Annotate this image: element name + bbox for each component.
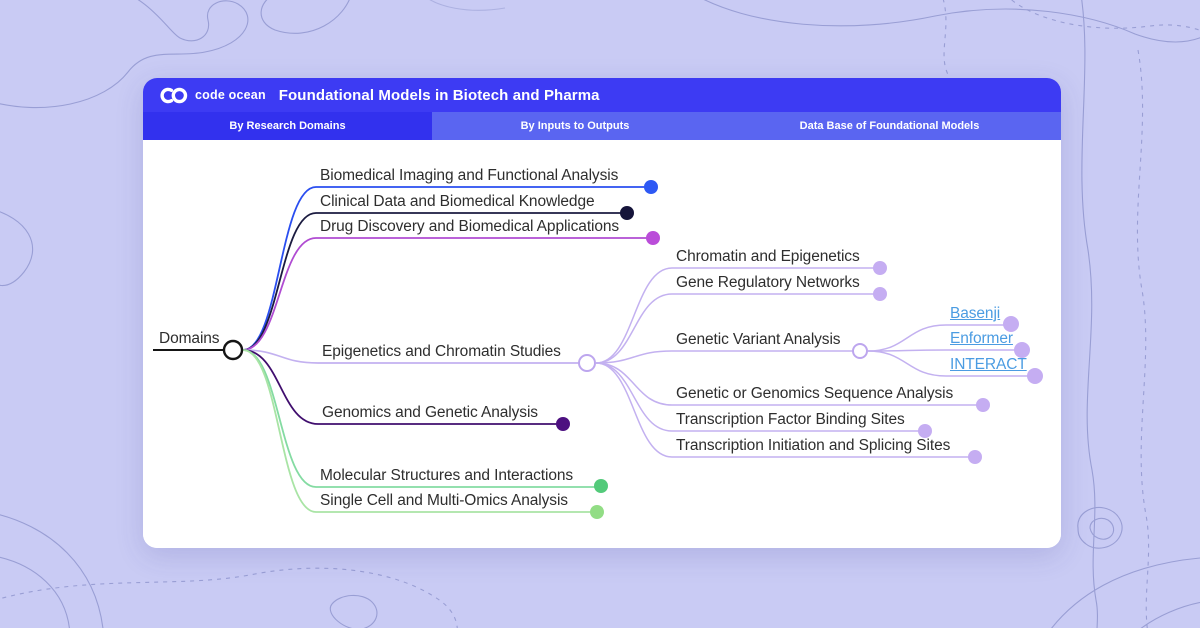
branch-transcription-initiation (595, 362, 975, 458)
node-circle-genomics (556, 417, 570, 431)
tree-label-clinical-data: Clinical Data and Biomedical Knowledge (320, 193, 595, 210)
node-circle-single-cell (590, 505, 604, 519)
tab-by-research-domains[interactable]: By Research Domains (143, 112, 432, 140)
node-circle-tf-binding (918, 424, 932, 438)
branch-enformer (867, 349, 1022, 352)
node-circle-interact (1027, 368, 1043, 384)
tree-label-genomics-sequence: Genetic or Genomics Sequence Analysis (676, 385, 954, 402)
node-circle-enformer (1014, 342, 1030, 358)
branch-chromatin (595, 267, 880, 364)
node-circle-chromatin (873, 261, 887, 275)
model-link-interact[interactable]: INTERACT (950, 356, 1027, 373)
branch-single-cell (242, 349, 597, 513)
tab-by-inputs-to-outputs[interactable]: By Inputs to Outputs (432, 112, 718, 140)
branch-gene-regulatory (595, 293, 880, 364)
code-ocean-logo: code ocean (159, 87, 266, 104)
model-link-basenji[interactable]: Basenji (950, 305, 1001, 322)
code-ocean-logo-icon (160, 87, 188, 103)
node-circle-clinical-data (620, 206, 634, 220)
branch-genetic-variant (595, 350, 860, 364)
card-header: code ocean Foundational Models in Biotec… (143, 78, 1061, 112)
tab-database-of-foundational-models[interactable]: Data Base of Foundational Models (718, 112, 1061, 140)
tree-label-transcription-initiation: Transcription Initiation and Splicing Si… (676, 437, 951, 454)
logo-text: code ocean (195, 88, 266, 102)
mindmap-tree-svg (153, 180, 1043, 519)
node-circle-basenji (1003, 316, 1019, 332)
tree-label-biomedical-imaging: Biomedical Imaging and Functional Analys… (320, 167, 619, 184)
node-circle-genomics-sequence (976, 398, 990, 412)
node-circle-gene-regulatory (873, 287, 887, 301)
tree-label-tf-binding: Transcription Factor Binding Sites (676, 411, 905, 428)
tab-bar: By Research Domains By Inputs to Outputs… (143, 112, 1061, 140)
node-circle-epigenetics[interactable] (578, 354, 596, 372)
tree-label-chromatin: Chromatin and Epigenetics (676, 248, 860, 265)
tree-label-gene-regulatory: Gene Regulatory Networks (676, 274, 860, 291)
tree-label-root: Domains (159, 330, 220, 347)
node-circle-biomedical-imaging (644, 180, 658, 194)
node-circle-genetic-variant[interactable] (852, 343, 868, 359)
tree-label-genomics: Genomics and Genetic Analysis (322, 404, 538, 421)
tree-label-drug-discovery: Drug Discovery and Biomedical Applicatio… (320, 218, 620, 235)
branch-basenji (867, 324, 1011, 352)
tree-label-genetic-variant: Genetic Variant Analysis (676, 331, 841, 348)
main-card: code ocean Foundational Models in Biotec… (143, 78, 1061, 548)
branch-interact (867, 350, 1035, 377)
model-link-enformer[interactable]: Enformer (950, 330, 1013, 347)
branch-drug-discovery (242, 237, 653, 351)
branch-biomedical-imaging (242, 186, 651, 351)
tree-label-molecular-structures: Molecular Structures and Interactions (320, 467, 574, 484)
page-title: Foundational Models in Biotech and Pharm… (278, 86, 600, 104)
branch-epigenetics (242, 349, 587, 364)
node-circle-root[interactable] (222, 339, 244, 361)
mindmap-canvas: Domains Biomedical Imaging and Functional… (143, 140, 1061, 548)
branch-genomics-sequence (595, 362, 983, 406)
node-circle-molecular-structures (594, 479, 608, 493)
node-circle-transcription-initiation (968, 450, 982, 464)
node-circle-drug-discovery (646, 231, 660, 245)
tree-label-epigenetics: Epigenetics and Chromatin Studies (322, 343, 561, 360)
tree-label-single-cell: Single Cell and Multi-Omics Analysis (320, 492, 568, 509)
branch-genomics (242, 349, 563, 425)
